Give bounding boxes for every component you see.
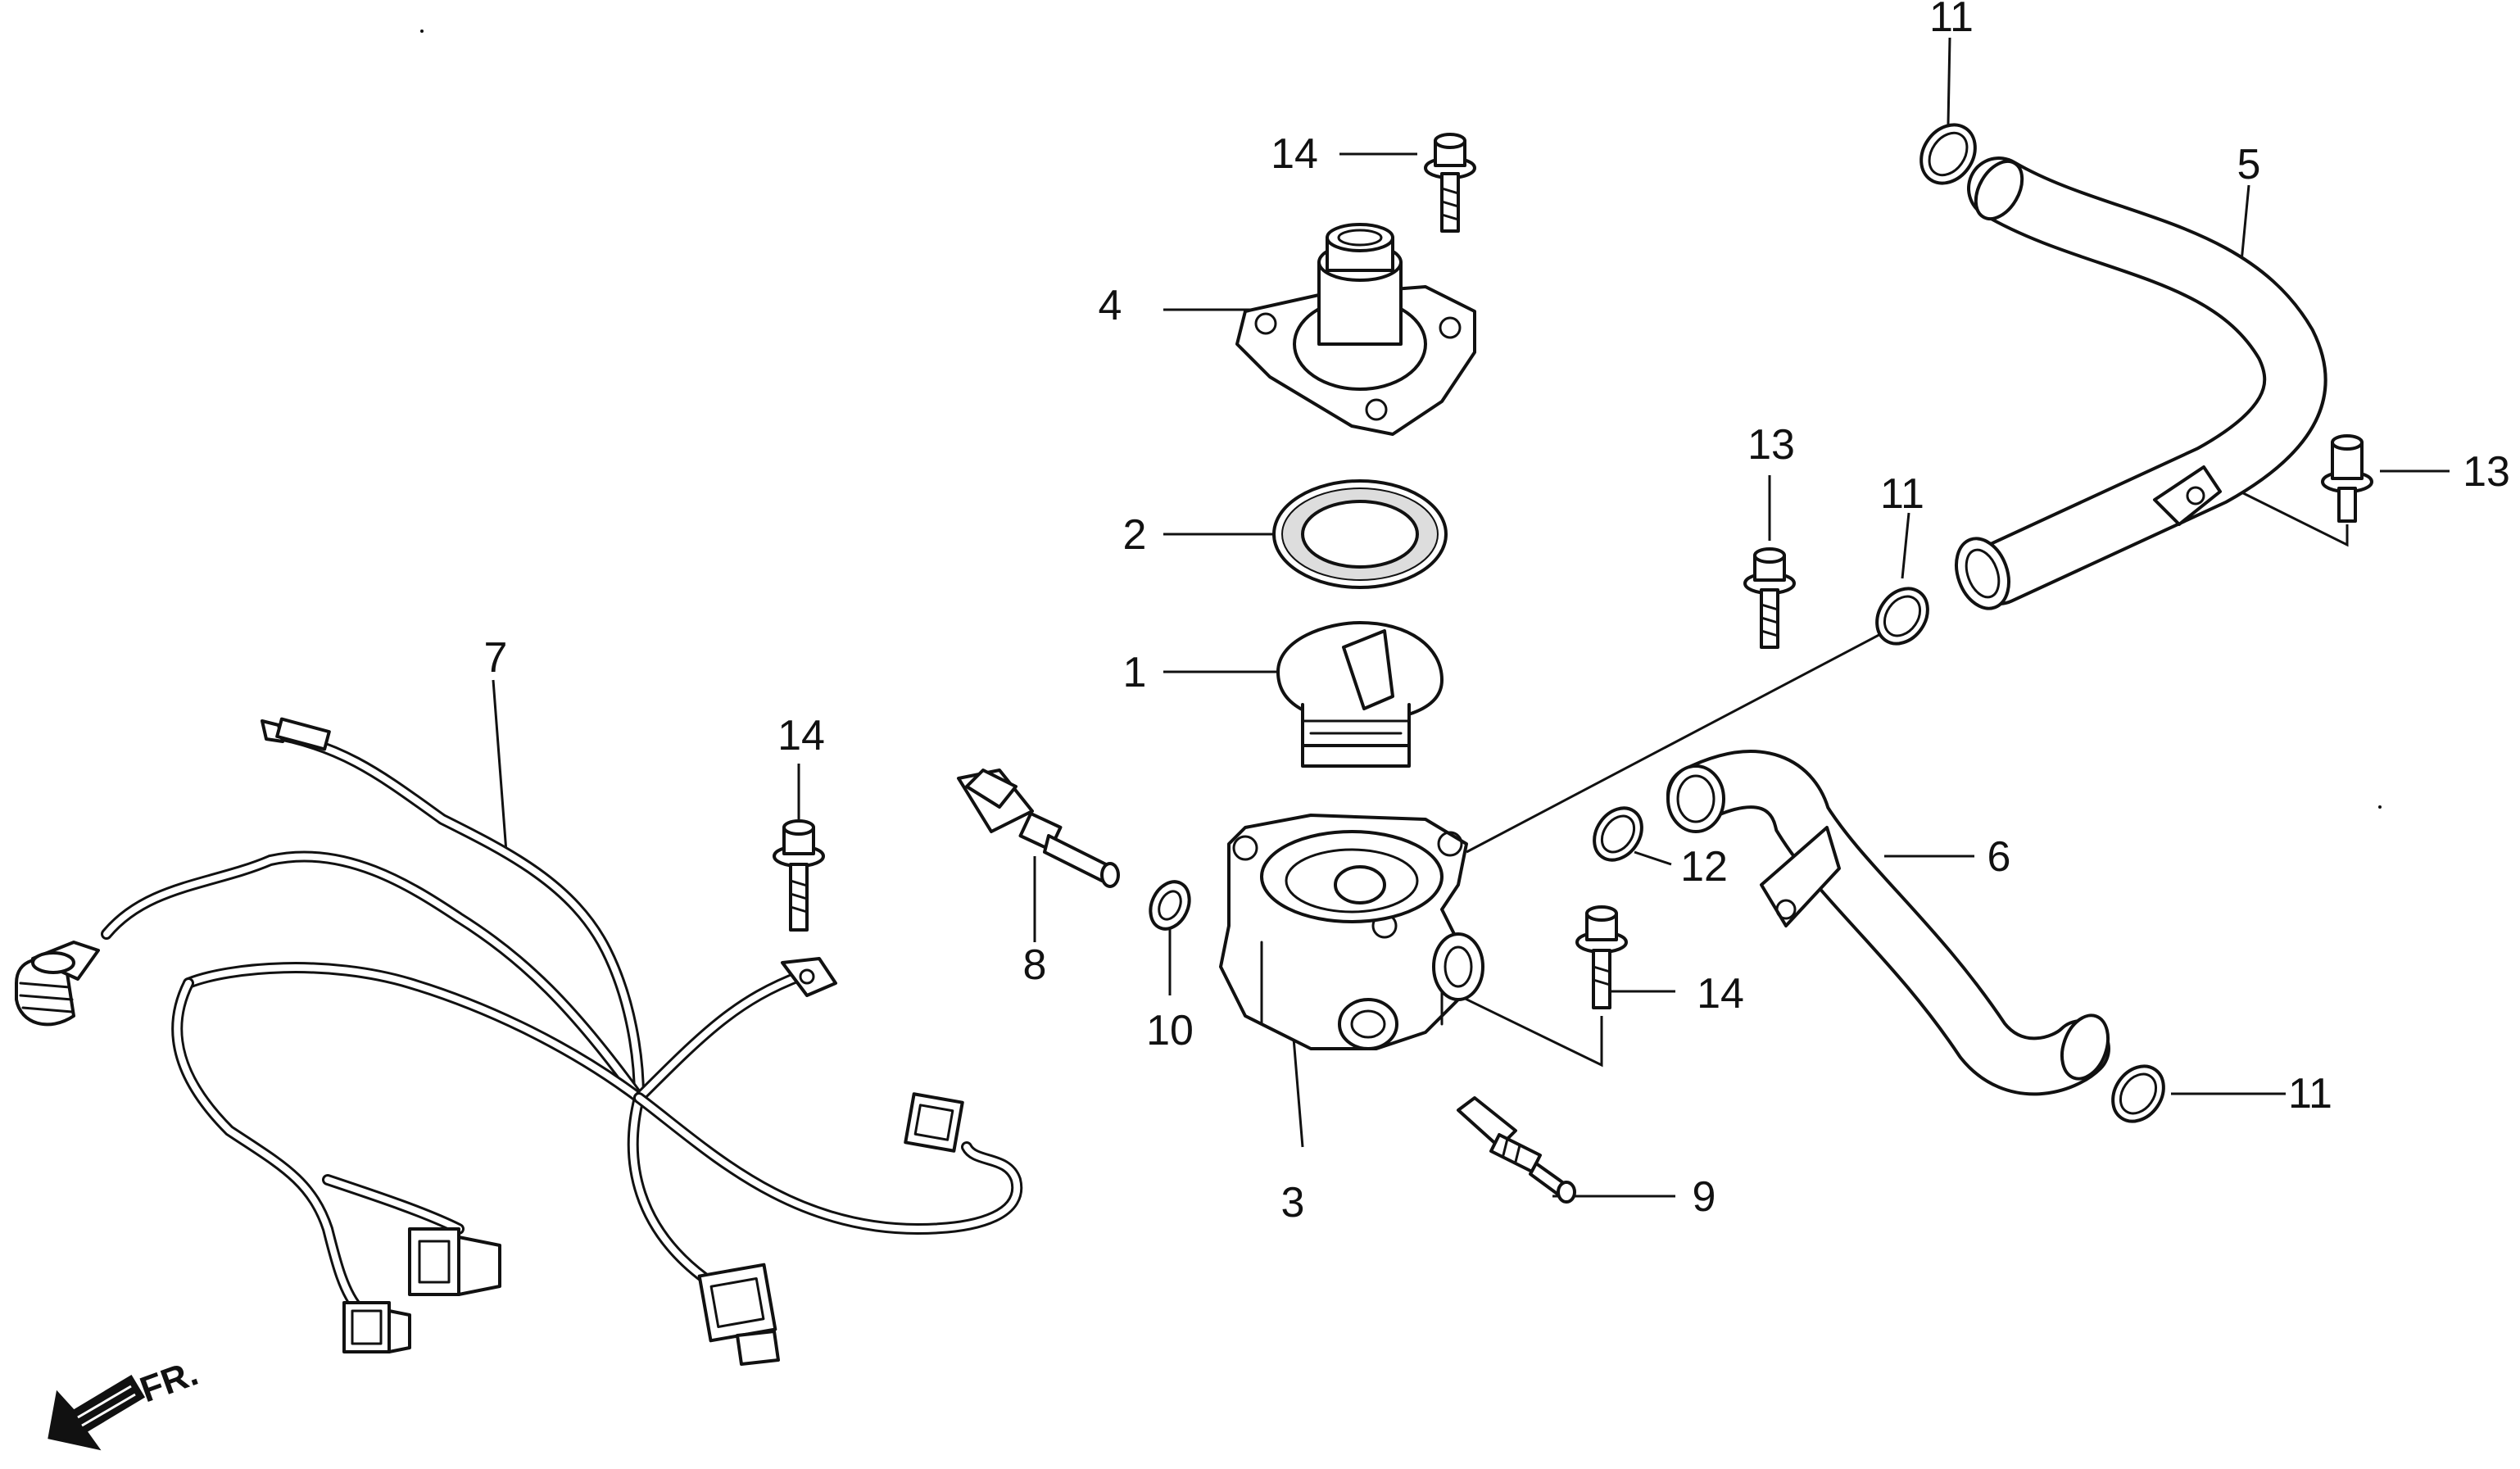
callout-9: 9 [1693, 1173, 1716, 1221]
boot-connector [15, 941, 100, 1027]
callout-7: 7 [484, 634, 508, 682]
part-2-gasket [1272, 479, 1448, 589]
speck [2378, 805, 2382, 809]
callout-labels: 14 4 2 1 3 5 6 7 8 9 10 11 11 11 12 13 1… [484, 0, 2510, 1226]
part-3-thermostat-housing [1219, 814, 1484, 1050]
part-9-sensor [1457, 1096, 1576, 1204]
callout-8: 8 [1023, 941, 1047, 989]
bolt-13-right [2321, 434, 2373, 523]
front-arrow-icon [48, 1374, 146, 1451]
callout-11-middle: 11 [1880, 470, 1924, 518]
bolt-13-middle [1743, 547, 1796, 649]
part-1-thermostat [1276, 621, 1444, 768]
callout-13-middle: 13 [1747, 421, 1795, 469]
front-direction-indicator: FR. [48, 1353, 203, 1451]
part-8-temperature-sensor [957, 769, 1120, 888]
part-4-thermostat-cover [1235, 223, 1476, 436]
part-5-water-pipe [1955, 156, 2327, 610]
callout-11-bottom: 11 [2288, 1070, 2332, 1118]
callout-3: 3 [1281, 1179, 1305, 1226]
front-label: FR. [135, 1353, 203, 1410]
o-rings [1149, 123, 2165, 1123]
callout-11-top: 11 [1929, 0, 1974, 41]
callout-2: 2 [1123, 511, 1147, 559]
callout-12: 12 [1680, 843, 1728, 891]
bolt-14-lower-right [1575, 905, 1628, 1009]
connector-b [342, 1301, 411, 1353]
connector-a [408, 1227, 501, 1296]
callout-14-lower-right: 14 [1697, 970, 1744, 1018]
callout-14-top: 14 [1271, 130, 1318, 178]
bolts [773, 133, 2373, 1009]
callout-10: 10 [1146, 1007, 1194, 1054]
bolt-14-left [773, 819, 825, 932]
leader-lines [492, 37, 2450, 1198]
speck [420, 29, 424, 33]
callout-1: 1 [1123, 649, 1147, 696]
connector-c [697, 1263, 780, 1366]
callout-14-left: 14 [777, 712, 825, 759]
connector-d [904, 1092, 964, 1153]
bolt-14-top [1424, 133, 1476, 233]
callout-5: 5 [2237, 141, 2261, 188]
callout-4: 4 [1099, 282, 1122, 329]
callout-13-right: 13 [2463, 448, 2510, 496]
part-6-water-pipe [1666, 750, 2110, 1096]
callout-6: 6 [1987, 833, 2011, 881]
part-7-wire-harness [15, 717, 1023, 1366]
